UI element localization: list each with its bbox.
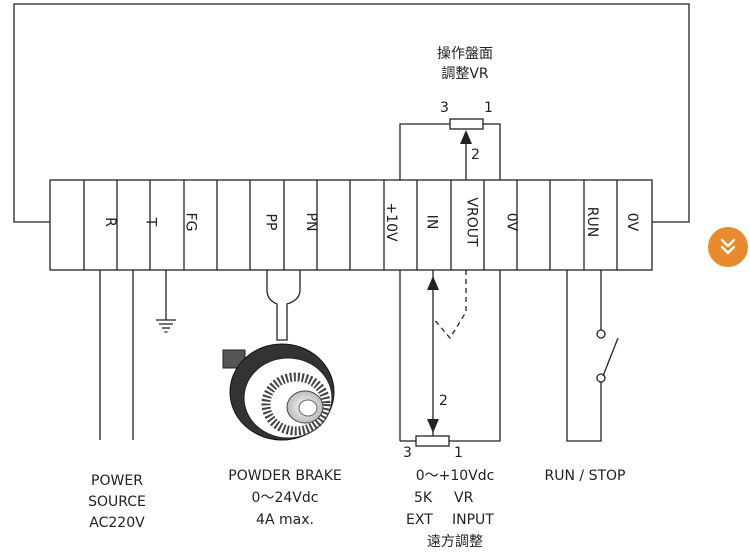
top-vr-arrow bbox=[460, 130, 472, 144]
ext-wire-right bbox=[449, 270, 501, 442]
terminal-label-6: PN bbox=[303, 213, 319, 232]
run-wire bbox=[566, 270, 602, 442]
panel-title-line2: 調整VR bbox=[441, 66, 489, 82]
bottom-vr-pin3: 3 bbox=[403, 445, 412, 461]
terminal-label-3: FG bbox=[182, 213, 198, 232]
run-stop-caption: RUN / STOP bbox=[544, 468, 626, 484]
terminal-labels: R T FG PP PN +10V IN VROUT 0V RUN 0V bbox=[102, 197, 640, 247]
top-vr-pin3: 3 bbox=[440, 100, 449, 116]
terminal-label-2: T bbox=[142, 217, 158, 227]
double-chevron-down-icon bbox=[720, 238, 736, 255]
terminal-label-10: VROUT bbox=[463, 197, 479, 247]
top-vr-pin1: 1 bbox=[484, 100, 493, 116]
terminal-label-1: R bbox=[102, 217, 118, 227]
terminal-label-11: 0V bbox=[504, 213, 520, 232]
top-vr-wire bbox=[399, 123, 501, 180]
brake-caption-line2: 0～24Vdc bbox=[251, 490, 319, 506]
terminal-label-8: +10V bbox=[383, 202, 399, 242]
ext-dashed-wire bbox=[432, 270, 467, 340]
power-caption-line3: AC220V bbox=[89, 515, 145, 531]
scroll-down-button[interactable] bbox=[708, 227, 748, 267]
power-caption-line2: SOURCE bbox=[88, 494, 146, 510]
ext-caption-input: INPUT bbox=[452, 512, 494, 528]
powder-brake-image bbox=[222, 343, 335, 441]
ext-caption-line1: 0～+10Vdc bbox=[415, 468, 495, 484]
terminal-label-5: PP bbox=[263, 214, 279, 231]
top-vr-resistor bbox=[449, 118, 484, 130]
ext-arrow-down bbox=[427, 419, 439, 433]
terminal-label-13: RUN bbox=[584, 207, 600, 237]
power-caption-line1: POWER bbox=[91, 473, 143, 489]
brake-cable bbox=[266, 270, 301, 341]
bottom-vr-pin2: 2 bbox=[439, 393, 448, 409]
terminal-block bbox=[49, 179, 653, 271]
terminal-label-9: IN bbox=[423, 215, 439, 230]
ext-caption-line4: 遠方調整 bbox=[427, 534, 483, 550]
top-vr-pin2: 2 bbox=[471, 147, 480, 163]
ext-caption-5k: 5K bbox=[414, 490, 433, 506]
bottom-vr-pin1: 1 bbox=[454, 445, 463, 461]
panel-title-line1: 操作盤面 bbox=[437, 46, 493, 62]
brake-caption-line1: POWDER BRAKE bbox=[228, 468, 342, 484]
terminal-label-14: 0V bbox=[624, 213, 640, 232]
switch-contact-top bbox=[596, 329, 606, 339]
brake-caption-line3: 4A max. bbox=[256, 512, 314, 528]
switch-lever bbox=[602, 337, 619, 377]
bottom-vr-resistor bbox=[415, 435, 450, 447]
ext-caption-ext: EXT bbox=[406, 512, 433, 528]
ext-caption-vr: VR bbox=[454, 490, 474, 506]
outer-loop-wire bbox=[13, 3, 690, 223]
ext-arrow-up bbox=[427, 276, 439, 290]
